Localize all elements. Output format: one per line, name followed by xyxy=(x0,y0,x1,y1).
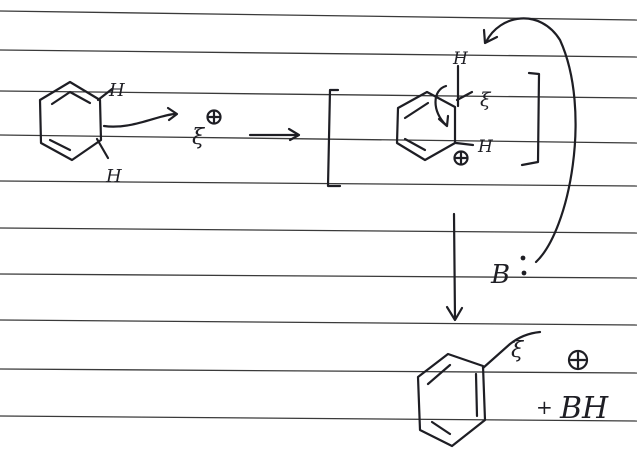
arenium-positive-charge-icon xyxy=(453,150,469,166)
arenium-electrophile: ξ xyxy=(480,89,492,111)
electrophile-positive-charge-icon xyxy=(206,109,222,125)
arenium-h-top: H xyxy=(452,49,469,69)
reactant-h-top: H xyxy=(108,80,125,101)
product-arrow xyxy=(445,212,464,322)
attack-arrow xyxy=(102,112,178,128)
electrophile-symbol: ξ xyxy=(192,125,206,150)
reaction-arrow xyxy=(248,127,301,142)
conj-acid-positive-charge-icon xyxy=(567,349,589,371)
plus-sign: + xyxy=(536,395,553,419)
reactant-h-bottom: H xyxy=(105,166,122,187)
bracket-left xyxy=(326,88,342,188)
reactant-ring xyxy=(38,80,114,162)
deprotonation-arrow xyxy=(484,17,577,264)
ruled-lines xyxy=(0,10,637,422)
base-lone-pair-icon xyxy=(520,255,527,276)
conjugate-acid: BH xyxy=(559,391,609,426)
base-symbol: B xyxy=(490,260,510,290)
arenium-ring xyxy=(395,64,475,162)
product-ring xyxy=(416,330,542,448)
product-electrophile: ξ xyxy=(511,338,525,363)
arenium-h-right: H xyxy=(477,137,494,157)
bracket-right xyxy=(520,71,541,167)
